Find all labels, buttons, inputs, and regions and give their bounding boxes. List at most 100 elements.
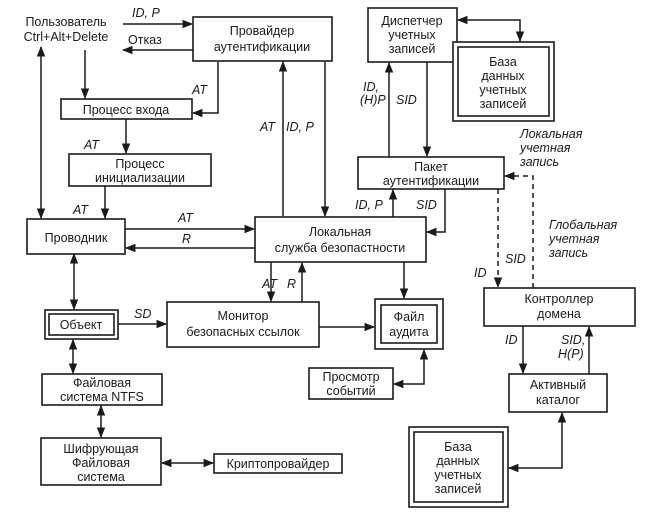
- svg-text:Процесс: Процесс: [115, 157, 164, 171]
- note-global-account: Глобальная учетная запись: [548, 218, 618, 260]
- svg-text:База: База: [489, 55, 517, 69]
- edge-label: R: [182, 232, 191, 246]
- node-label: Криптопровайдер: [227, 457, 330, 471]
- svg-text:записей: записей: [435, 482, 482, 496]
- node-user-line: Ctrl+Alt+Delete: [24, 30, 109, 44]
- edges: [36, 15, 594, 473]
- node-label: записей: [480, 97, 527, 111]
- svg-text:учетных: учетных: [479, 83, 527, 97]
- svg-text:Просмотр: Просмотр: [322, 370, 379, 384]
- svg-text:система: система: [77, 470, 125, 484]
- note-line: Локальная: [519, 127, 583, 141]
- svg-text:Объект: Объект: [60, 318, 103, 332]
- edge-label: AT: [261, 277, 278, 291]
- svg-text:Файловая: Файловая: [73, 376, 131, 390]
- node-label: Локальная: [309, 225, 371, 239]
- node-auth-package: Пакет аутентификации: [357, 156, 505, 190]
- node-label: данных: [481, 69, 525, 83]
- node-label: Процесс: [115, 157, 164, 171]
- node-label: записей: [435, 482, 482, 496]
- svg-text:безопасных ссылок: безопасных ссылок: [186, 325, 300, 339]
- svg-text:Пакет: Пакет: [414, 160, 448, 174]
- svg-text:записей: записей: [389, 42, 436, 56]
- node-label: Пакет: [414, 160, 448, 174]
- node-label: система: [77, 470, 125, 484]
- node-label: учетных: [434, 468, 482, 482]
- edge-label: SID,: [561, 333, 585, 347]
- svg-text:Пользователь: Пользователь: [25, 15, 106, 29]
- edge-label: AT: [177, 211, 194, 225]
- edge-dc-to-package: [503, 171, 534, 288]
- svg-text:Шифрующая: Шифрующая: [63, 442, 138, 456]
- node-label: База: [489, 55, 517, 69]
- node-ref-monitor: Монитор безопасных ссылок: [166, 301, 320, 348]
- svg-text:Контроллер: Контроллер: [525, 292, 594, 306]
- svg-text:Файловая: Файловая: [72, 456, 130, 470]
- node-crypto-provider: Криптопровайдер: [213, 453, 343, 474]
- node-label: инициализации: [95, 171, 185, 185]
- node-label: аудита: [389, 325, 429, 339]
- node-active-directory: Активный каталог: [508, 373, 608, 413]
- node-label: База: [444, 440, 472, 454]
- node-label: учетных: [388, 28, 436, 42]
- svg-text:Криптопровайдер: Криптопровайдер: [227, 457, 330, 471]
- node-label: Активный: [530, 378, 586, 392]
- svg-text:База: База: [444, 440, 472, 454]
- node-label: Диспетчер: [381, 14, 442, 28]
- svg-text:событий: событий: [326, 384, 375, 398]
- note-line: запись: [519, 155, 559, 169]
- edge-viewer-audit: [392, 348, 429, 389]
- node-label: записей: [389, 42, 436, 56]
- svg-text:Монитор: Монитор: [218, 309, 269, 323]
- node-event-viewer: Просмотр событий: [308, 367, 394, 400]
- node-label: Шифрующая: [63, 442, 138, 456]
- node-label: данных: [436, 454, 480, 468]
- node-account-db-bottom: База данных учетных записей: [408, 426, 509, 508]
- svg-text:Процесс входа: Процесс входа: [83, 103, 170, 117]
- svg-text:система NTFS: система NTFS: [60, 390, 144, 404]
- node-label: аутентификации: [383, 174, 479, 188]
- edge-label: AT: [191, 83, 208, 97]
- edge-label: AT: [83, 138, 100, 152]
- edge-label: SD: [134, 307, 151, 321]
- svg-text:Активный: Активный: [530, 378, 586, 392]
- edge-label: R: [287, 277, 296, 291]
- node-account-db-top: База данных учетных записей: [452, 41, 555, 122]
- svg-text:Провайдер: Провайдер: [230, 24, 295, 38]
- svg-text:учетных: учетных: [434, 468, 482, 482]
- edge-label: ID, P: [355, 198, 383, 212]
- svg-text:Файл: Файл: [394, 310, 425, 324]
- edge-label: ID,: [363, 80, 379, 94]
- node-object: Объект: [44, 309, 119, 340]
- node-account-manager: Диспетчер учетных записей: [367, 7, 458, 63]
- note-line: учетная: [548, 232, 600, 246]
- svg-text:Проводник: Проводник: [45, 231, 108, 245]
- node-domain-controller: Контроллер домена: [483, 287, 636, 327]
- note-line: Глобальная: [549, 218, 618, 232]
- svg-text:данных: данных: [436, 454, 480, 468]
- note-local-account: Локальная учетная запись: [519, 127, 583, 169]
- node-user-line: Пользователь: [25, 15, 106, 29]
- svg-text:аутентификации: аутентификации: [214, 40, 310, 54]
- edge-manager-db: [456, 15, 525, 43]
- svg-text:служба безопастности: служба безопастности: [275, 241, 405, 255]
- edge-label: AT: [259, 120, 276, 134]
- note-line: учетная: [519, 141, 571, 155]
- node-label: аутентификации: [214, 40, 310, 54]
- svg-text:Ctrl+Alt+Delete: Ctrl+Alt+Delete: [24, 30, 109, 44]
- edge-package-to-lsa: [425, 189, 446, 237]
- node-label: учетных: [479, 83, 527, 97]
- edge-label: ID, P: [286, 120, 314, 134]
- node-label: Контроллер: [525, 292, 594, 306]
- node-audit-file: Файл аудита: [374, 298, 444, 350]
- node-label: событий: [326, 384, 375, 398]
- edge-label: ID, P: [132, 6, 160, 20]
- edge-label: Отказ: [128, 33, 162, 47]
- node-label: система NTFS: [60, 390, 144, 404]
- node-label: Просмотр: [322, 370, 379, 384]
- node-label: безопасных ссылок: [186, 325, 300, 339]
- edge-label: SID: [505, 252, 526, 266]
- svg-text:аутентификации: аутентификации: [383, 174, 479, 188]
- node-label: Провайдер: [230, 24, 295, 38]
- node-user: Пользователь Ctrl+Alt+Delete: [24, 15, 109, 44]
